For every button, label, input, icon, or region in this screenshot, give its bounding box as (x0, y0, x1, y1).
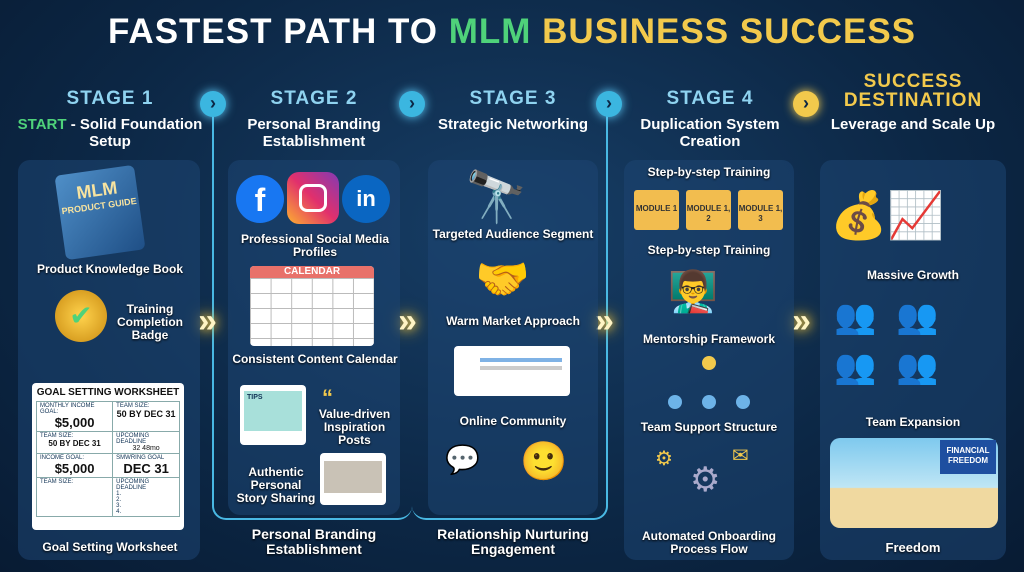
quote-icon: “ (322, 385, 333, 410)
badge-icon: ✔ (55, 290, 107, 342)
next-arrow-icon: › (399, 91, 425, 117)
community-person-icon: 🙂 (520, 441, 568, 483)
tips-post: TIPS (240, 385, 306, 445)
stage-3-header: STAGE 3 Strategic Networking (437, 88, 589, 133)
member-icon (702, 395, 716, 409)
member-icon (736, 395, 750, 409)
binoculars-icon: 🔭 (465, 169, 528, 225)
item-label: Warm Market Approach (446, 314, 580, 328)
gear-icon: ⚙ (690, 461, 721, 499)
item-label: Automated Onboarding Process Flow (642, 529, 776, 556)
item-label: Online Community (459, 414, 567, 428)
module-folder: MODULE 1, 3 (738, 190, 783, 230)
next-arrow-icon: › (793, 91, 819, 117)
item-label: Step-by-step Training (647, 165, 771, 179)
item-label: Professional Social Media Profiles (240, 232, 390, 259)
item-label: Team Support Structure (640, 420, 778, 434)
next-arrow-icon: › (200, 91, 226, 117)
leader-icon (702, 356, 716, 370)
path-line (412, 110, 608, 520)
financial-freedom-flag: FINANCIAL FREEDOM (940, 440, 996, 474)
module-folder: MODULE 1, 2 (686, 190, 731, 230)
community-card (454, 346, 570, 396)
story-post (320, 453, 386, 505)
stage-3-footer: Relationship Nurturing Engagement (437, 526, 589, 557)
team-network-icon: 👥👥👥👥 (834, 298, 959, 386)
page-title: FASTEST PATH TO MLM BUSINESS SUCCESS (107, 12, 917, 51)
envelope-icon: ✉ (732, 445, 749, 467)
path-line (212, 110, 412, 520)
money-growth-icon: 💰📈 (830, 189, 945, 241)
next-arrow-icon: › (596, 91, 622, 117)
stage-4-header: STAGE 4 Duplication System Creation (640, 88, 780, 150)
stage-3-panel (428, 160, 598, 515)
member-icon (668, 395, 682, 409)
gear-icon: ⚙ (655, 448, 673, 470)
item-label: Training Completion Badge (117, 302, 183, 342)
item-label: Massive Growth (866, 268, 960, 282)
item-label: Goal Setting Worksheet (42, 540, 178, 554)
linkedin-icon: in (342, 175, 390, 223)
item-label: Freedom (885, 540, 941, 555)
item-label: Product Knowledge Book (36, 262, 183, 276)
item-label: Mentorship Framework (642, 332, 776, 346)
item-label: Consistent Content Calendar (232, 352, 398, 366)
facebook-icon: f (236, 175, 284, 223)
chat-icon: 💬 (445, 444, 480, 475)
content-calendar: CALENDAR (250, 266, 374, 346)
mentor-icon: 👨‍🏫 (668, 270, 718, 314)
module-folder: MODULE 1 (634, 190, 679, 230)
item-label: Authentic Personal Story Sharing (236, 465, 316, 505)
success-header: SUCCESS DESTINATION Leverage and Scale U… (830, 71, 996, 133)
item-label: Step-by-step Training (647, 243, 771, 257)
instagram-icon (287, 172, 339, 224)
stage-2-footer: Personal Branding Establishment (251, 526, 377, 557)
stage-2-header: STAGE 2 Personal Branding Establishment (247, 88, 381, 150)
item-label: Value-driven Inspiration Posts (318, 407, 391, 447)
stage-1-header: STAGE 1 START - Solid Foundation Setup (17, 88, 203, 150)
handshake-icon: 🤝 (475, 255, 530, 304)
item-label: Team Expansion (865, 415, 961, 429)
goal-worksheet: GOAL SETTING WORKSHEET MONTHLY INCOME GO… (32, 383, 184, 530)
item-label: Targeted Audience Segment (432, 227, 594, 241)
